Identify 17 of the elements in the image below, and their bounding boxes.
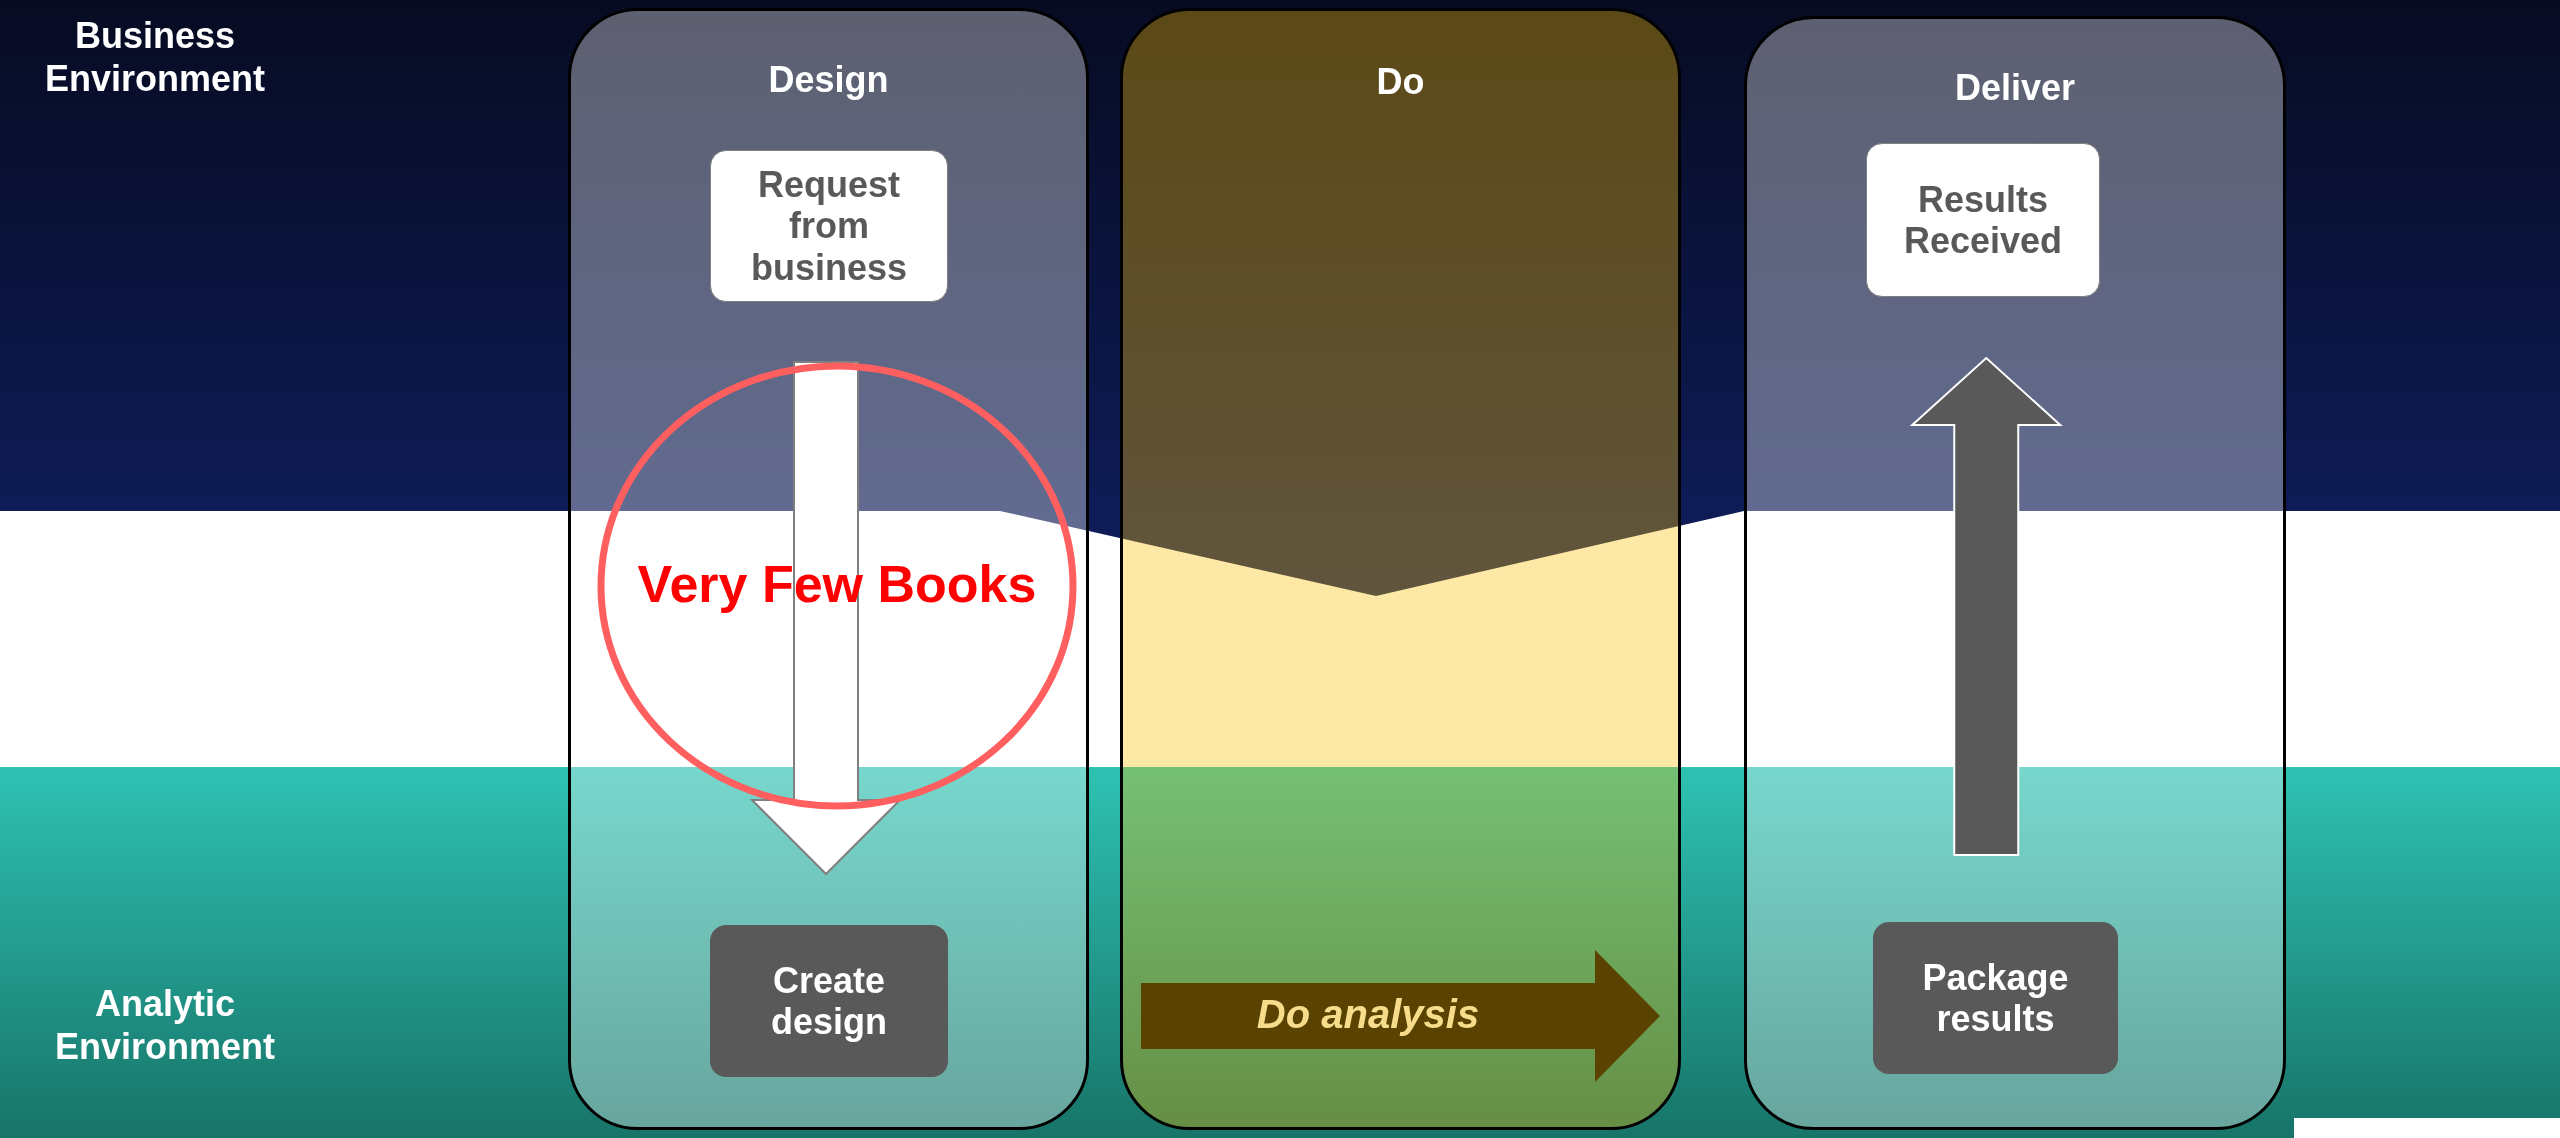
column-heading: Design xyxy=(767,59,890,101)
annotation-circle xyxy=(597,362,1077,810)
column-heading: Do xyxy=(1375,61,1426,103)
phase-column xyxy=(568,8,1089,1130)
annotation-text: Very Few Books xyxy=(636,554,1038,614)
phase-column xyxy=(1120,8,1681,1130)
block-arrow xyxy=(1909,356,2063,856)
phase-column xyxy=(1744,16,2286,1130)
process-box: Results Received xyxy=(1866,143,2100,297)
process-box: Create design xyxy=(710,925,948,1077)
column-heading: Deliver xyxy=(1953,67,2077,109)
process-box: Request from business xyxy=(710,150,948,302)
band-label: Business Environment xyxy=(44,14,266,101)
arrow-label: Do analysis xyxy=(1255,992,1481,1037)
band-label: Analytic Environment xyxy=(54,982,276,1069)
block-arrow xyxy=(1141,950,1660,1082)
process-box: Package results xyxy=(1873,922,2118,1074)
